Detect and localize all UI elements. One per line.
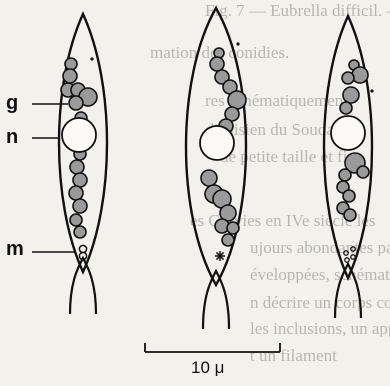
m-body (79, 245, 86, 252)
label-n: n (6, 126, 18, 149)
scale-bar (145, 343, 280, 352)
granule (222, 234, 234, 246)
granule-dot (236, 42, 239, 45)
nucleus (200, 126, 234, 160)
granule (340, 102, 352, 114)
ring-inclusion (344, 251, 348, 255)
granule (73, 199, 87, 213)
ring-inclusion (345, 258, 349, 262)
granule (227, 222, 239, 234)
cell-appendage (203, 271, 229, 329)
granule (70, 160, 84, 174)
granule-dot (90, 57, 93, 60)
granule (357, 166, 369, 178)
granule-dot (370, 89, 373, 92)
granule (70, 214, 82, 226)
ring-inclusion (351, 247, 355, 251)
cell-appendage (70, 258, 96, 314)
granule (343, 87, 359, 103)
ring-inclusion (351, 255, 355, 259)
granule (228, 91, 246, 109)
cell-appendage (335, 264, 361, 318)
granule (201, 170, 217, 186)
nucleus (62, 118, 96, 152)
granule (342, 72, 354, 84)
label-g: g (6, 92, 18, 115)
granule (63, 69, 77, 83)
granule (344, 209, 356, 221)
granule (69, 186, 83, 200)
granule (65, 58, 77, 70)
nucleus (331, 116, 365, 150)
granule (339, 169, 351, 181)
granule (69, 96, 83, 110)
granule (74, 226, 86, 238)
granule (352, 67, 368, 83)
label-m: m (6, 238, 24, 261)
granule (210, 57, 224, 71)
scale-bar-label: 10 μ (191, 358, 224, 378)
cells-group (59, 8, 374, 329)
granule (343, 190, 355, 202)
granule (73, 173, 87, 187)
